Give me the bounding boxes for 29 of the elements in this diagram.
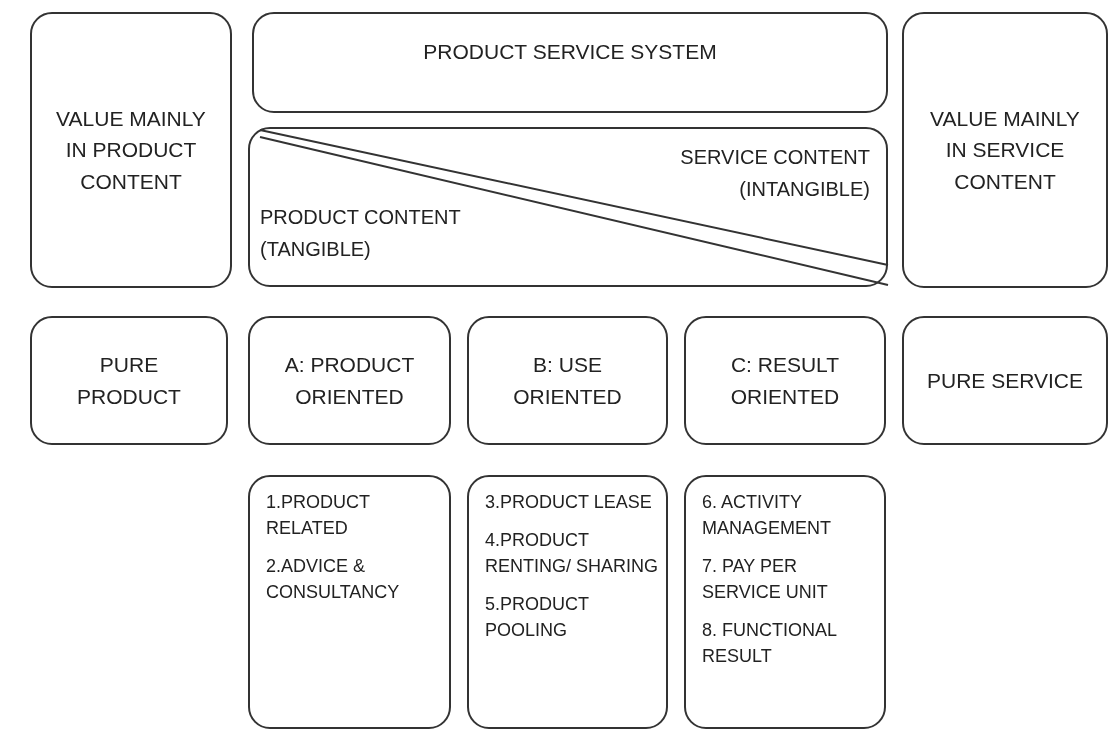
list-item: 8. FUNCTIONAL RESULT: [702, 619, 838, 669]
box-label: VALUE MAINLY IN SERVICE CONTENT: [929, 105, 1081, 195]
list-box: [248, 475, 451, 729]
box-label: A: PRODUCT ORIENTED: [283, 352, 416, 410]
box-label: PURE PRODUCT: [76, 352, 182, 410]
rounded-box: [252, 12, 888, 113]
rounded-box: [902, 12, 1108, 288]
region-label: PRODUCT CONTENT (TANGIBLE): [260, 205, 462, 262]
list-box: [467, 475, 668, 729]
rounded-box: [248, 316, 451, 445]
list-item: 4.PRODUCT RENTING/ SHARING: [485, 529, 658, 579]
rounded-box: [467, 316, 668, 445]
list-box: [684, 475, 886, 729]
list-item: 7. PAY PER SERVICE UNIT: [702, 555, 829, 605]
region-label: SERVICE CONTENT (INTANGIBLE): [679, 145, 870, 202]
rounded-box: [30, 12, 232, 288]
rounded-box: [684, 316, 886, 445]
list-item: 3.PRODUCT LEASE: [485, 491, 653, 514]
list-item: 6. ACTIVITY MANAGEMENT: [702, 491, 832, 541]
list-item: 2.ADVICE & CONSULTANCY: [266, 555, 401, 605]
box-label: C: RESULT ORIENTED: [729, 352, 841, 410]
rounded-box: [902, 316, 1108, 445]
box-label: PURE SERVICE: [927, 367, 1083, 394]
list-item: 5.PRODUCT POOLING: [485, 593, 590, 643]
box-label: B: USE ORIENTED: [512, 352, 623, 410]
list-item: 1.PRODUCT RELATED: [266, 491, 371, 541]
box-label: PRODUCT SERVICE SYSTEM: [423, 39, 717, 65]
rounded-box: [30, 316, 228, 445]
box-label: VALUE MAINLY IN PRODUCT CONTENT: [55, 105, 207, 195]
